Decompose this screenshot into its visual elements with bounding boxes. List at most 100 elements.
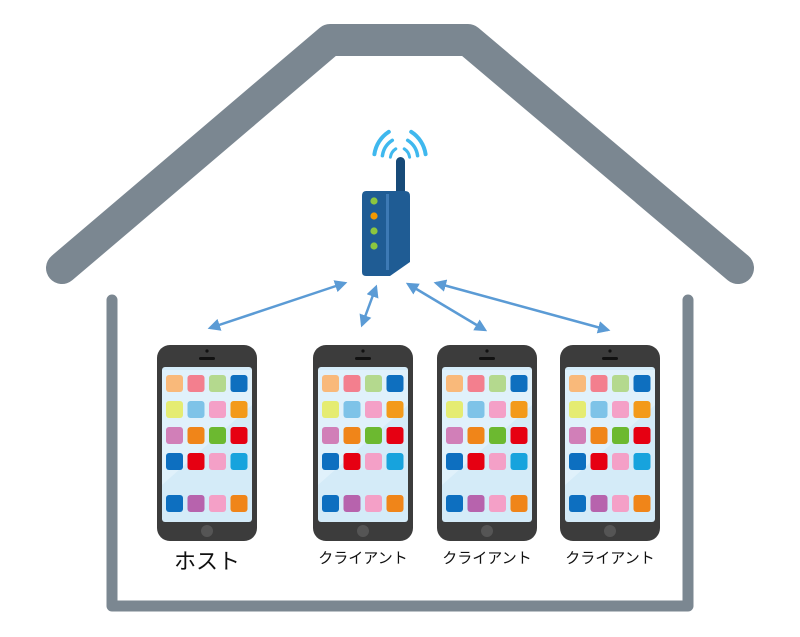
app-icon xyxy=(446,401,463,418)
app-icon xyxy=(569,427,586,444)
wifi-signal-icon xyxy=(372,129,391,157)
router-edge xyxy=(386,194,389,270)
screen-glare xyxy=(442,370,532,485)
app-icon xyxy=(230,401,248,418)
app-icon xyxy=(489,453,506,470)
app-icon xyxy=(467,495,485,512)
app-icon xyxy=(365,401,382,418)
app-icon xyxy=(590,453,608,470)
bidirectional-arrow xyxy=(433,279,611,334)
app-icon xyxy=(209,495,226,512)
app-icon xyxy=(187,401,205,418)
app-icon xyxy=(633,453,651,470)
app-icon xyxy=(230,427,248,444)
home-button xyxy=(357,525,369,537)
app-icon xyxy=(209,427,226,444)
device-label-client: クライアント xyxy=(442,549,532,567)
router-antenna xyxy=(396,157,405,199)
app-icon xyxy=(590,375,608,392)
app-icon xyxy=(489,401,506,418)
app-icon xyxy=(386,495,404,512)
app-icon xyxy=(343,375,361,392)
front-camera-icon xyxy=(608,349,612,353)
speaker-grille xyxy=(602,357,618,360)
app-icon xyxy=(612,375,629,392)
front-camera-icon xyxy=(485,349,489,353)
app-icon xyxy=(446,375,463,392)
app-icon xyxy=(166,495,183,512)
screen-glare xyxy=(565,370,655,485)
wifi-signal-icon xyxy=(380,138,395,158)
app-icon xyxy=(590,495,608,512)
app-icon xyxy=(365,495,382,512)
bidirectional-arrow xyxy=(405,282,488,332)
house-outline xyxy=(46,24,754,612)
app-icon xyxy=(187,427,205,444)
app-icon xyxy=(166,375,183,392)
app-icon xyxy=(322,427,339,444)
screen-glare xyxy=(318,370,408,485)
home-button xyxy=(604,525,616,537)
app-icon xyxy=(230,453,248,470)
client-smartphone xyxy=(560,345,660,541)
app-icon xyxy=(322,495,339,512)
app-icon xyxy=(569,495,586,512)
router-led-icon xyxy=(370,227,378,235)
app-icon xyxy=(612,495,629,512)
app-icon xyxy=(612,453,629,470)
app-icon xyxy=(467,427,485,444)
app-icon xyxy=(322,453,339,470)
app-icon xyxy=(365,427,382,444)
device-label-client: クライアント xyxy=(318,549,408,567)
wifi-signal-icon xyxy=(405,138,420,158)
wifi-signal-icon xyxy=(388,147,398,159)
speaker-grille xyxy=(199,357,215,360)
wifi-router xyxy=(362,129,428,276)
app-icon xyxy=(209,375,226,392)
app-icon xyxy=(467,375,485,392)
app-icon xyxy=(510,453,528,470)
app-icon xyxy=(386,375,404,392)
app-icon xyxy=(467,453,485,470)
app-icon xyxy=(489,375,506,392)
app-icon xyxy=(365,375,382,392)
app-icon xyxy=(633,375,651,392)
app-icon xyxy=(166,401,183,418)
bidirectional-arrow xyxy=(207,280,348,331)
app-icon xyxy=(230,495,248,512)
app-icon xyxy=(633,427,651,444)
app-icon xyxy=(209,401,226,418)
app-icon xyxy=(467,401,485,418)
smartphones xyxy=(157,345,660,541)
speaker-grille xyxy=(479,357,495,360)
app-icon xyxy=(343,401,361,418)
front-camera-icon xyxy=(361,349,365,353)
front-camera-icon xyxy=(205,349,209,353)
screen-glare xyxy=(162,370,252,485)
app-icon xyxy=(510,427,528,444)
app-icon xyxy=(489,495,506,512)
app-icon xyxy=(343,495,361,512)
app-icon xyxy=(489,427,506,444)
wifi-signal-icon xyxy=(402,147,412,159)
app-icon xyxy=(510,375,528,392)
speaker-grille xyxy=(355,357,371,360)
app-icon xyxy=(386,427,404,444)
app-icon xyxy=(569,453,586,470)
app-icon xyxy=(187,453,205,470)
house-roof xyxy=(46,24,754,284)
house-walls xyxy=(106,294,694,612)
client-smartphone xyxy=(313,345,413,541)
app-icon xyxy=(569,375,586,392)
device-label-client: クライアント xyxy=(565,549,655,567)
router-led-icon xyxy=(370,212,378,220)
app-icon xyxy=(343,453,361,470)
app-icon xyxy=(633,401,651,418)
app-icon xyxy=(166,427,183,444)
connection-arrows xyxy=(207,279,611,334)
app-icon xyxy=(510,495,528,512)
app-icon xyxy=(590,427,608,444)
app-icon xyxy=(590,401,608,418)
